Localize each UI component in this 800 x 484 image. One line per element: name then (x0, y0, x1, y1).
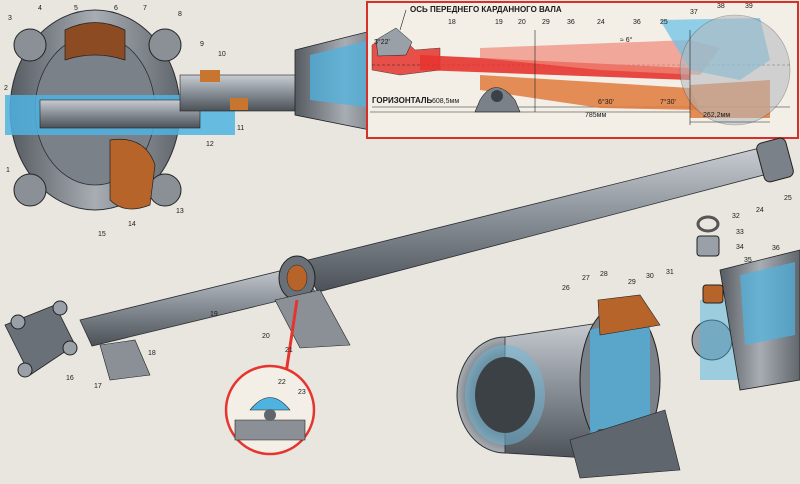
callout-31: 31 (666, 269, 674, 276)
callout-34: 34 (736, 244, 744, 251)
callout-22: 22 (278, 379, 286, 386)
callout-29: 29 (628, 279, 636, 286)
callout-1: 1 (6, 167, 10, 174)
inset-title: ОСЬ ПЕРЕДНЕГО КАРДАННОГО ВАЛА (410, 5, 562, 14)
callout-20: 20 (262, 333, 270, 340)
inset-num-38: 38 (717, 3, 725, 10)
callout-12: 12 (206, 141, 214, 148)
callout-28: 28 (600, 271, 608, 278)
inset-num-36a: 36 (567, 19, 575, 26)
callout-14: 14 (128, 221, 136, 228)
callout-36: 36 (772, 245, 780, 252)
dim-262: 262,2мм (703, 112, 730, 119)
callout-17: 17 (94, 383, 102, 390)
callout-6: 6 (114, 5, 118, 12)
angle-label-1: 3°22' (374, 38, 390, 46)
callout-11: 11 (237, 125, 244, 132)
callout-35: 35 (744, 257, 752, 264)
inset-num-18: 18 (448, 19, 456, 26)
angle-label-2: ≈ 6° (620, 36, 633, 44)
shaft-angle-inset: ОСЬ ПЕРЕДНЕГО КАРДАННОГО ВАЛА 3°22' ГОРИ… (366, 1, 799, 139)
callout-19: 19 (210, 311, 218, 318)
callout-7: 7 (143, 5, 147, 12)
angle-label-4: 7°30' (660, 98, 676, 106)
rear-joint-cutaway (456, 215, 800, 479)
callout-16: 16 (66, 375, 74, 382)
inset-num-24: 24 (597, 19, 605, 26)
inset-num-29: 29 (542, 19, 550, 26)
angle-label-3: 6°30' (598, 98, 614, 106)
inset-num-19: 19 (495, 19, 503, 26)
callout-26: 26 (562, 285, 570, 292)
callout-9: 9 (200, 41, 204, 48)
dim-608: 608,5мм (432, 98, 459, 105)
inset-num-25: 25 (660, 19, 668, 26)
front-coupling-cutaway (5, 9, 404, 211)
callout-18: 18 (148, 350, 156, 357)
callout-33: 33 (736, 229, 744, 236)
callout-30: 30 (646, 273, 654, 280)
callout-32: 32 (732, 213, 740, 220)
callout-23: 23 (298, 389, 306, 396)
callout-25: 25 (784, 195, 792, 202)
horizon-label: ГОРИЗОНТАЛЬ (372, 96, 433, 105)
callout-3: 3 (8, 15, 12, 22)
callout-24: 24 (756, 207, 764, 214)
callout-15: 15 (98, 231, 106, 238)
callout-4: 4 (38, 5, 42, 12)
dim-785: 785мм (585, 112, 606, 119)
callout-27: 27 (582, 275, 590, 282)
callout-5: 5 (74, 5, 78, 12)
inset-num-37: 37 (690, 9, 698, 16)
main-propeller-shaft (4, 137, 794, 381)
callout-13: 13 (176, 208, 184, 215)
inset-num-39: 39 (745, 3, 753, 10)
callout-21: 21 (285, 347, 293, 354)
callout-labels: 1 2 3 4 5 6 7 8 9 10 11 12 13 14 15 16 1… (4, 5, 792, 396)
callout-2: 2 (4, 85, 8, 92)
inset-num-20: 20 (518, 19, 526, 26)
callout-10: 10 (218, 51, 226, 58)
callout-8: 8 (178, 11, 182, 18)
inset-num-36b: 36 (633, 19, 641, 26)
support-detail-circle (224, 299, 316, 456)
